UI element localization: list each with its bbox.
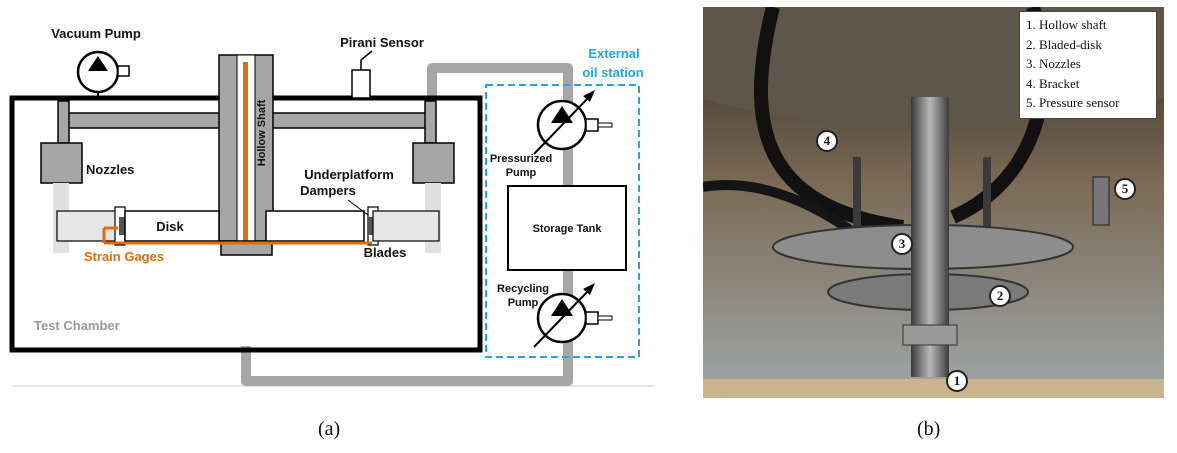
- recycling-pump-arrow: [533, 288, 591, 348]
- nozzle-left: [40, 142, 83, 184]
- blade-right: [372, 210, 440, 242]
- pressurized-pump-port: [597, 122, 613, 128]
- vacuum-pump-label: Vacuum Pump: [51, 26, 141, 41]
- storage-tank: [507, 185, 627, 271]
- legend-item: 5. Pressure sensor: [1026, 95, 1120, 110]
- legend-item: 4. Bracket: [1026, 75, 1080, 91]
- marker-5-pressure-sensor: 5: [1114, 178, 1136, 200]
- bracket-rod-2: [983, 157, 991, 227]
- nozzles-label: Nozzles: [86, 162, 134, 177]
- bracket-rod-1: [853, 157, 861, 227]
- caption-a: (a): [318, 418, 341, 440]
- vacuum-pump-triangle: [88, 56, 108, 71]
- recycling-pump-label-2: Pump: [508, 297, 539, 309]
- nozzle-drop-right: [424, 100, 437, 144]
- legend-item: 3. Nozzles: [1026, 56, 1081, 71]
- legend-item: 1. Hollow shaft: [1026, 17, 1107, 32]
- damper-leader: [347, 199, 369, 216]
- underplatform-dampers-label-2: Dampers: [300, 183, 356, 198]
- recycling-pump-arrowhead: [583, 283, 595, 295]
- marker-4-bracket: 4: [816, 130, 838, 152]
- pressurized-pump-label-2: Pump: [506, 167, 537, 179]
- shaft-strain-wire: [243, 62, 248, 241]
- hollow-shaft-label: Hollow Shaft: [256, 99, 268, 166]
- test-rig-schematic: Vacuum Pump Pirani Sensor External oil s…: [9, 26, 654, 387]
- pressurized-pump-outlet: [585, 118, 599, 132]
- disk-right: [265, 210, 365, 242]
- shaft-collar: [902, 324, 958, 346]
- blades-label: Blades: [364, 245, 407, 260]
- marker-1-hollow-shaft: 1: [946, 370, 968, 392]
- underplatform-dampers-label-1: Underplatform: [304, 167, 394, 182]
- external-oil-station-label-1: External: [588, 46, 639, 61]
- photo-legend: 1. Hollow shaft 2. Bladed-disk 3. Nozzle…: [1019, 11, 1157, 119]
- external-oil-station-label-2: oil station: [582, 65, 643, 80]
- legend-item: 2. Bladed-disk: [1026, 36, 1102, 52]
- nozzle-drop-left: [57, 100, 70, 144]
- pressurized-pump-arrow: [533, 95, 591, 155]
- recycling-pump-label-1: Recycling: [497, 283, 549, 295]
- marker-3-nozzles: 3: [891, 233, 913, 255]
- disk-left: [124, 210, 220, 242]
- pirani-sensor-lead: [360, 50, 373, 70]
- recycling-pump-port: [597, 315, 613, 321]
- caption-b: (b): [917, 418, 941, 440]
- pirani-sensor: [351, 69, 371, 99]
- blade-left: [56, 210, 121, 242]
- storage-tank-label: Storage Tank: [533, 223, 603, 235]
- strain-gages-label: Strain Gages: [84, 249, 164, 264]
- disk-label: Disk: [156, 219, 184, 234]
- test-chamber-label: Test Chamber: [34, 318, 120, 333]
- damper-right-inner: [368, 217, 374, 235]
- pressure-sensor: [1092, 176, 1110, 226]
- marker-2-bladed-disk: 2: [989, 285, 1011, 307]
- external-oil-station-box: [485, 84, 640, 358]
- recycling-pump-outlet: [585, 311, 599, 325]
- manifold-pipe-left: [58, 112, 224, 129]
- floor: [703, 379, 1164, 398]
- pressurized-pump-label-1: Pressurized: [490, 153, 552, 165]
- manifold-pipe-right: [271, 112, 435, 129]
- vacuum-pump-outlet: [117, 65, 130, 77]
- nozzle-right: [412, 142, 455, 184]
- pressurized-pump-arrowhead: [583, 90, 595, 102]
- damper-left-inner: [119, 217, 125, 235]
- pirani-sensor-label: Pirani Sensor: [340, 35, 424, 50]
